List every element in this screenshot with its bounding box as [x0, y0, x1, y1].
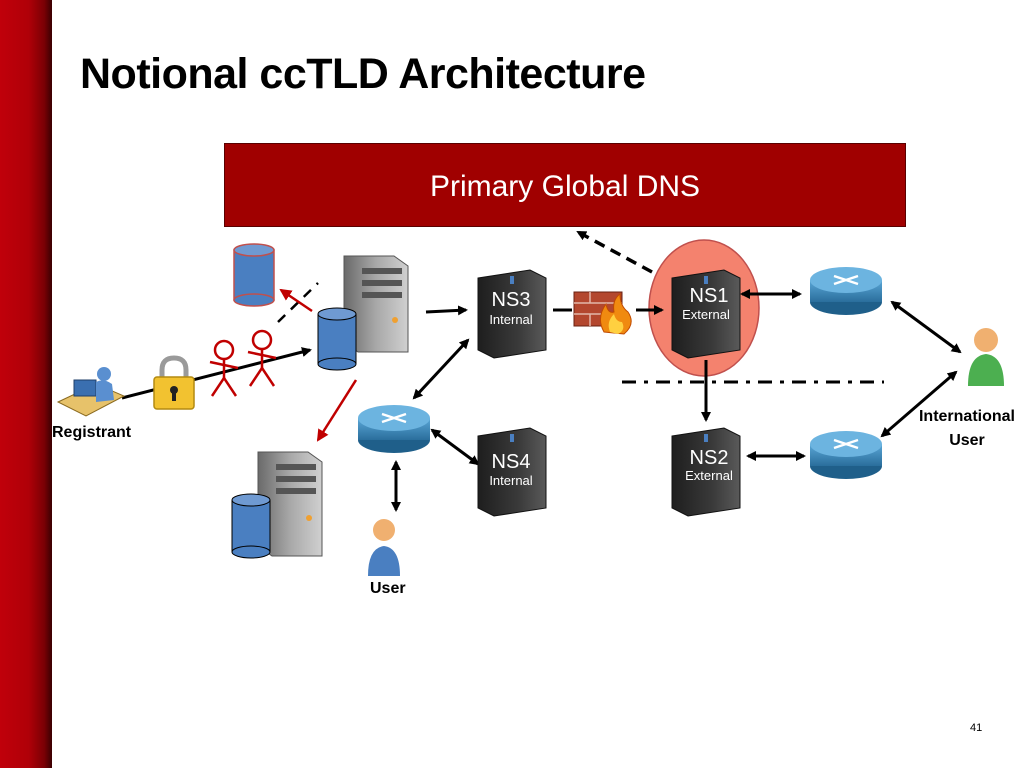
- ns1-server-icon: [671, 269, 741, 359]
- user-label: User: [370, 580, 406, 597]
- ns1-name: NS1: [689, 285, 729, 307]
- user-person-icon: [368, 519, 400, 576]
- internal-router-icon: [358, 405, 430, 453]
- router-ns4-arrow: [430, 428, 480, 466]
- external-router-top-icon: [810, 267, 882, 315]
- router-intl-user-arrow-bottom: [880, 370, 958, 438]
- ns2-server-icon: [671, 427, 741, 517]
- ns1-role: External: [682, 307, 730, 322]
- ns1-to-primary-dns-arrow: [576, 230, 653, 274]
- ns4-server-icon: [477, 427, 547, 517]
- router-intl-user-arrow-top: [890, 300, 962, 354]
- ns3-server-icon: [477, 269, 547, 359]
- slide-title: Notional ccTLD Architecture: [80, 50, 646, 98]
- slide-side-bar: [0, 0, 52, 768]
- ns3-name: NS3: [491, 289, 531, 311]
- registrant-label: Registrant: [52, 424, 132, 441]
- attacker-figures-icon: [209, 329, 277, 397]
- international-user-label-line2: User: [949, 432, 985, 449]
- international-user-icon: [968, 328, 1004, 386]
- registry-database-icon: [317, 307, 357, 371]
- padlock-icon: [153, 355, 195, 410]
- ns3-role: Internal: [489, 312, 533, 327]
- international-user-label-line1: International: [918, 408, 1015, 425]
- external-router-bottom-icon: [810, 431, 882, 479]
- database-icon: [233, 243, 275, 307]
- primary-global-dns-banner: Primary Global DNS: [224, 143, 906, 227]
- ns2-role: External: [685, 468, 733, 483]
- ns4-name: NS4: [491, 451, 531, 473]
- registry-server-tower-icon: [343, 255, 409, 353]
- threat-arrow-to-database: [279, 288, 313, 313]
- firewall-icon: [573, 291, 632, 335]
- ns2-name: NS2: [689, 447, 729, 469]
- threat-arrow-to-backup-server: [316, 379, 358, 442]
- ns4-role: Internal: [489, 473, 533, 488]
- ns3-router-arrow: [412, 338, 470, 400]
- backup-database-icon: [231, 493, 271, 559]
- primary-global-dns-label: Primary Global DNS: [429, 170, 701, 203]
- registrant-icon: [56, 367, 126, 417]
- page-number: 41: [970, 722, 983, 734]
- server-to-ns3-arrow: [425, 305, 468, 316]
